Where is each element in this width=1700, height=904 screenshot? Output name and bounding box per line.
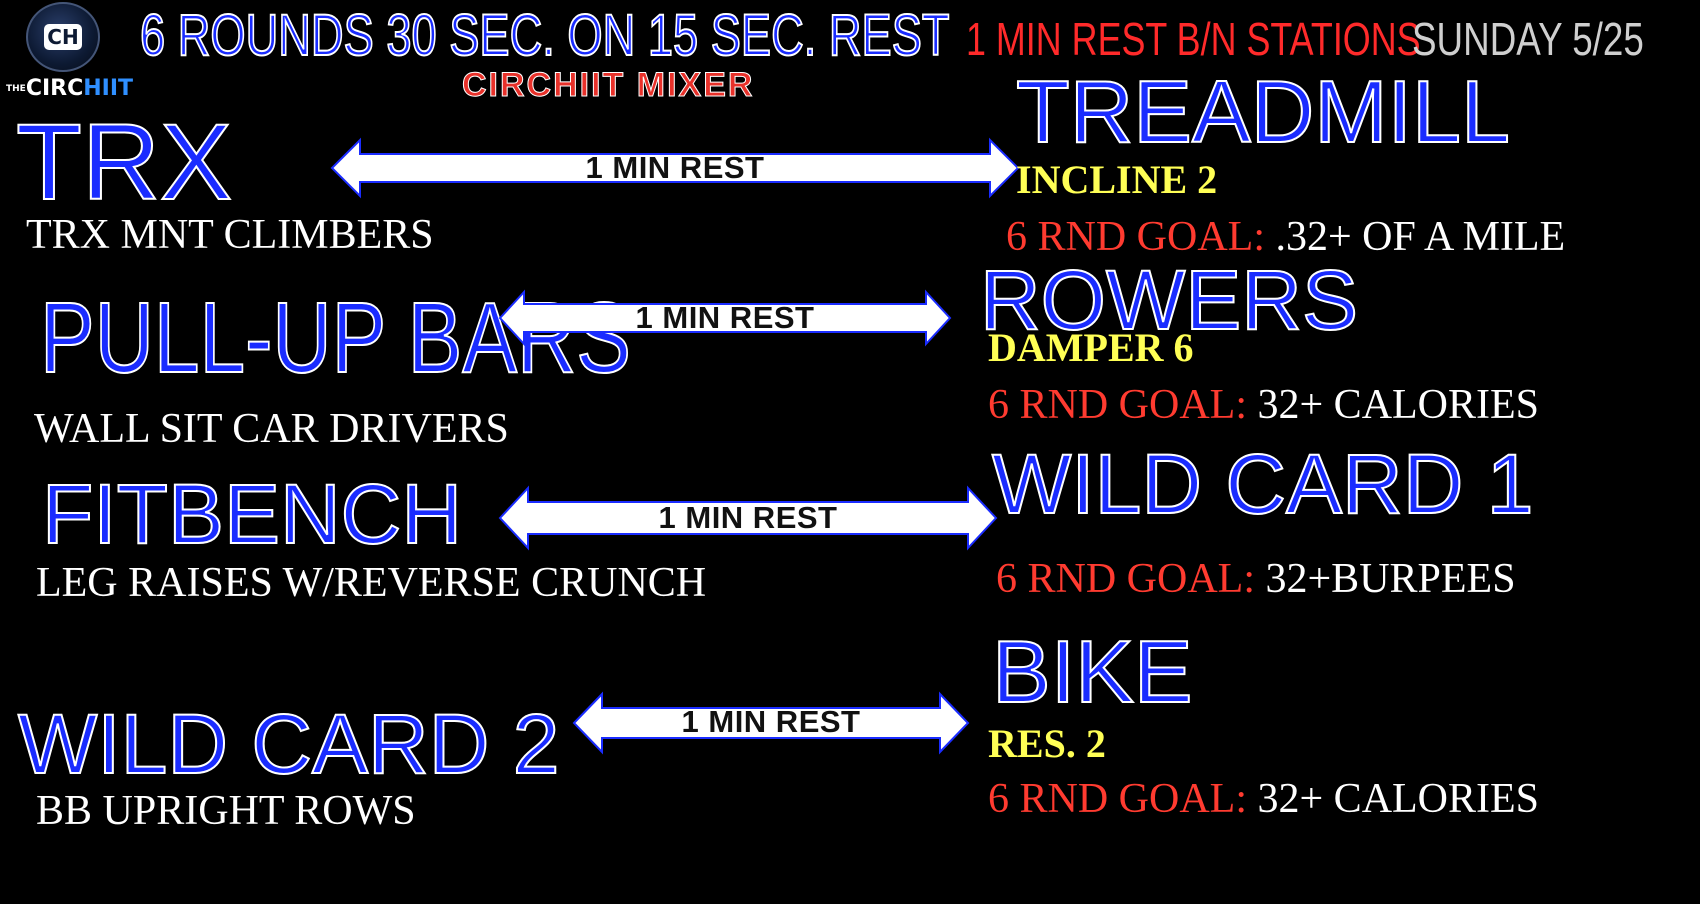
goal-label: 6 RND GOAL: xyxy=(988,776,1247,822)
station-trx: TRX xyxy=(15,101,233,222)
station-bike: BIKE xyxy=(991,622,1194,721)
double-arrow-icon xyxy=(498,485,998,551)
double-arrow-icon xyxy=(572,691,970,755)
logo-name-a: CIRC xyxy=(25,76,84,101)
rest-arrow-2: 1 MIN REST xyxy=(498,289,952,347)
goal-wild-card-1: 6 RND GOAL: 32+BURPEES xyxy=(996,558,1516,600)
logo-name-b: HIIT xyxy=(83,76,134,101)
goal-label: 6 RND GOAL: xyxy=(988,382,1247,428)
station-fitbench: FITBENCH xyxy=(41,467,463,561)
goal-label: 6 RND GOAL: xyxy=(1006,214,1265,260)
setting-bike: RES. 2 xyxy=(988,721,1106,766)
station-wild-card-2: WILD CARD 2 xyxy=(17,697,560,791)
goal-bike: 6 RND GOAL: 32+ CALORIES xyxy=(988,778,1539,820)
workout-title: 6 ROUNDS 30 SEC. ON 15 SEC. REST xyxy=(139,2,950,69)
rest-note: 1 MIN REST B/N STATIONS xyxy=(966,13,1421,65)
station-rowers: ROWERS xyxy=(979,253,1359,347)
goal-value: .32+ OF A MILE xyxy=(1265,214,1566,260)
rest-arrow-label: 1 MIN REST xyxy=(658,500,838,535)
double-arrow-icon xyxy=(330,137,1020,199)
workout-subtitle: CIRCHIIT MIXER xyxy=(461,66,755,105)
goal-label: 6 RND GOAL: xyxy=(996,556,1255,602)
rest-arrow-label: 1 MIN REST xyxy=(635,300,815,335)
exercise-pull-up-bars: WALL SIT CAR DRIVERS xyxy=(34,406,509,452)
goal-treadmill: 6 RND GOAL: .32+ OF A MILE xyxy=(1006,216,1565,258)
goal-value: 32+BURPEES xyxy=(1255,556,1516,602)
workout-date: SUNDAY 5/25 xyxy=(1412,13,1644,65)
setting-rowers: DAMPER 6 xyxy=(988,325,1194,370)
logo-prefix: THE xyxy=(6,84,26,94)
station-wild-card-1: WILD CARD 1 xyxy=(991,437,1534,531)
goal-value: 32+ CALORIES xyxy=(1247,382,1540,428)
exercise-trx: TRX MNT CLIMBERS xyxy=(26,212,434,258)
logo-wordmark: THECIRCHIIT xyxy=(6,76,133,101)
circhiit-logo: CH xyxy=(26,2,100,72)
exercise-fitbench: LEG RAISES W/REVERSE CRUNCH xyxy=(36,560,707,606)
logo-emblem: CH xyxy=(44,24,82,50)
rest-arrow-label: 1 MIN REST xyxy=(681,704,861,739)
setting-treadmill: INCLINE 2 xyxy=(1016,157,1218,202)
exercise-wild-card-2: BB UPRIGHT ROWS xyxy=(36,788,416,834)
goal-value: 32+ CALORIES xyxy=(1247,776,1540,822)
rest-arrow-label: 1 MIN REST xyxy=(585,150,765,185)
rest-arrow-1: 1 MIN REST xyxy=(330,137,1020,199)
station-treadmill: TREADMILL xyxy=(1015,62,1511,161)
rest-arrow-4: 1 MIN REST xyxy=(572,691,970,755)
goal-rowers: 6 RND GOAL: 32+ CALORIES xyxy=(988,384,1539,426)
double-arrow-icon xyxy=(498,289,952,347)
rest-arrow-3: 1 MIN REST xyxy=(498,485,998,551)
